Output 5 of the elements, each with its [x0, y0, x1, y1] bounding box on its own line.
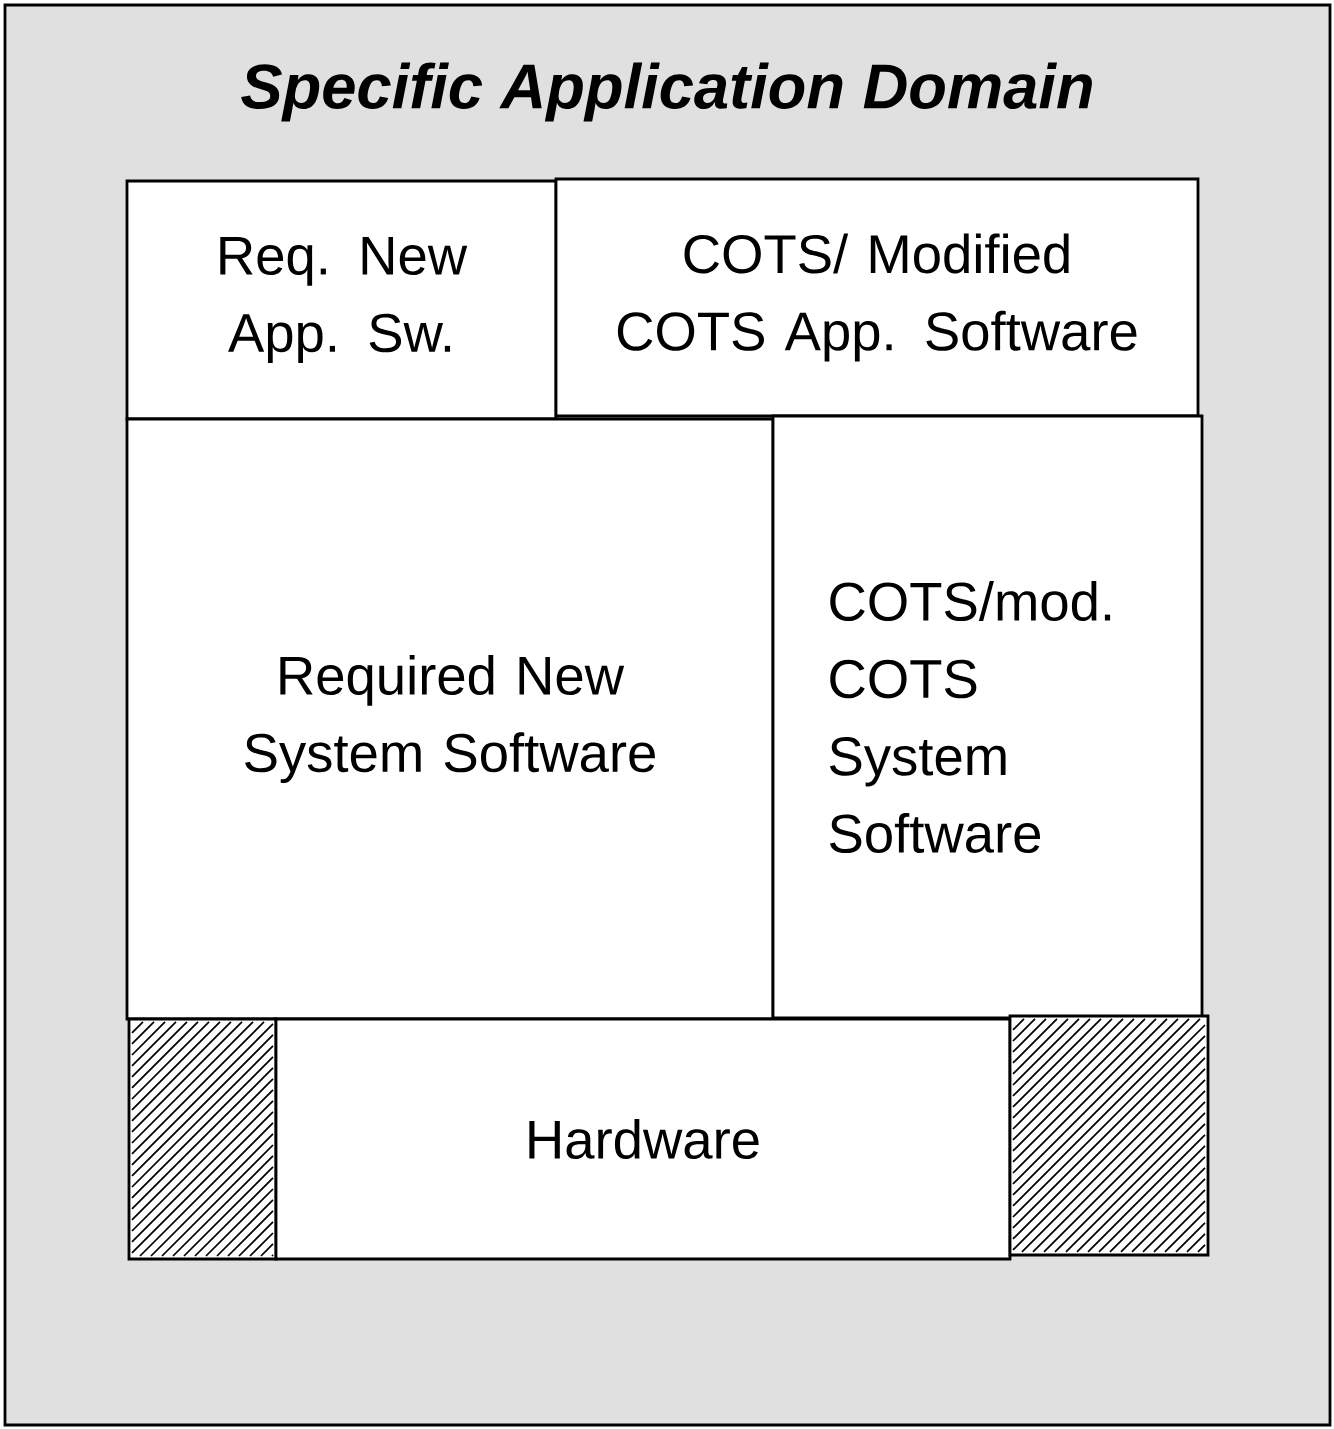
layer-box: COTS/ Modified COTS App. Software [554, 177, 1200, 418]
hatched-box [1008, 1014, 1210, 1257]
hatched-box [127, 1017, 278, 1261]
layer-box: Req. New App. Sw. [125, 179, 558, 421]
layer-box: COTS/mod. COTS System Software [771, 414, 1204, 1020]
